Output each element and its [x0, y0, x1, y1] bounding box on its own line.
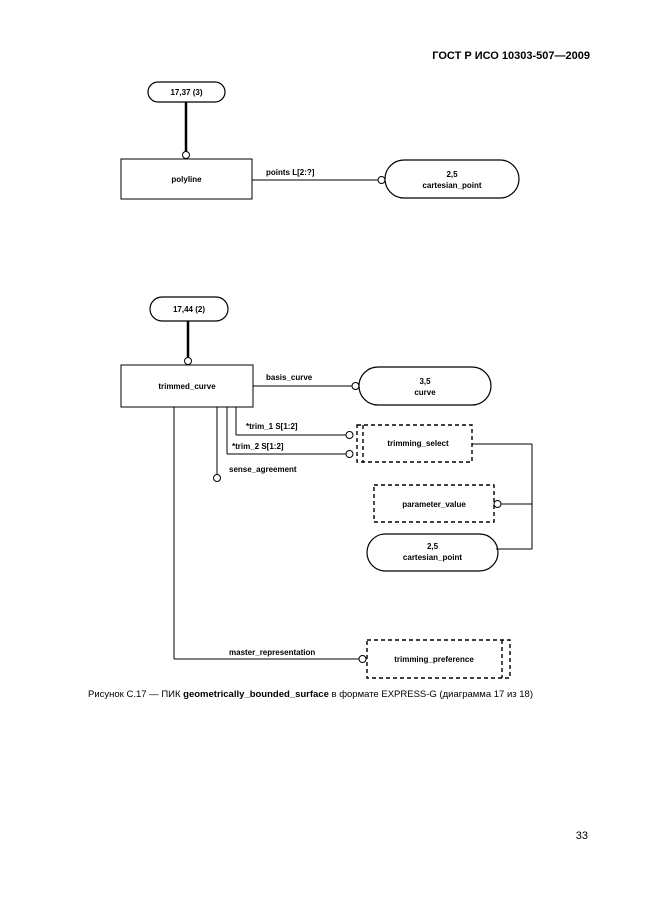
sense-agreement-attribute-label: sense_agreement [229, 465, 297, 474]
trimming-preference-label: trimming_preference [394, 655, 474, 664]
trimming-preference-box [366, 639, 511, 679]
trim-2-attribute-label: *trim_2 S[1:2] [232, 442, 284, 451]
sense-agreement-end [213, 474, 221, 482]
curve-ref: 3,5 [419, 377, 431, 386]
trim-1-end [345, 431, 354, 439]
cartesian-point-2-ref: 2,5 [427, 542, 439, 551]
cartesian-point-1-ref: 2,5 [446, 170, 458, 179]
basis-curve-end [351, 382, 360, 390]
trimmed-ref-label: 17,44 (2) [173, 305, 205, 314]
polyline-ref-label: 17,37 (3) [170, 88, 202, 97]
trim-1-attribute-label: *trim_1 S[1:2] [246, 422, 298, 431]
parameter-value-label: parameter_value [402, 500, 466, 509]
document-header: ГОСТ Р ИСО 10303-507—2009 [432, 50, 590, 62]
master-representation-attribute-label: master_representation [229, 648, 315, 657]
cartesian-point-1-name: cartesian_point [422, 181, 481, 190]
trimmed-curve-entity-label: trimmed_curve [158, 382, 216, 391]
trimming-select-label: trimming_select [387, 439, 449, 448]
select-tree-param-end [493, 500, 502, 508]
cartesian-point-node-2 [366, 533, 499, 572]
figure-caption: Рисунок С.17 — ПИК geometrically_bounded… [88, 689, 533, 700]
polyline-entity-label: polyline [171, 175, 202, 184]
cartesian-point-2-name: cartesian_point [403, 553, 462, 562]
points-attribute-label: points L[2:?] [266, 168, 315, 177]
master-rep-end [358, 655, 367, 663]
caption-prefix: Рисунок С.17 — ПИК [88, 689, 184, 700]
caption-bold-term: geometrically_bounded_surface [183, 689, 329, 700]
curve-node [358, 366, 492, 406]
polyline-entity-box [120, 158, 253, 200]
points-relationship-end [377, 176, 386, 184]
polyline-ref-link-end [182, 151, 190, 159]
trimmed-ref-link-end [184, 357, 192, 365]
trim-2-end [345, 450, 354, 458]
cartesian-point-node-1 [384, 159, 520, 199]
page-number: 33 [575, 830, 588, 842]
curve-name: curve [414, 388, 436, 397]
parameter-value-box [373, 484, 495, 523]
caption-suffix: в формате EXPRESS-G (диаграмма 17 из 18) [328, 689, 533, 700]
basis-curve-attribute-label: basis_curve [266, 373, 313, 382]
